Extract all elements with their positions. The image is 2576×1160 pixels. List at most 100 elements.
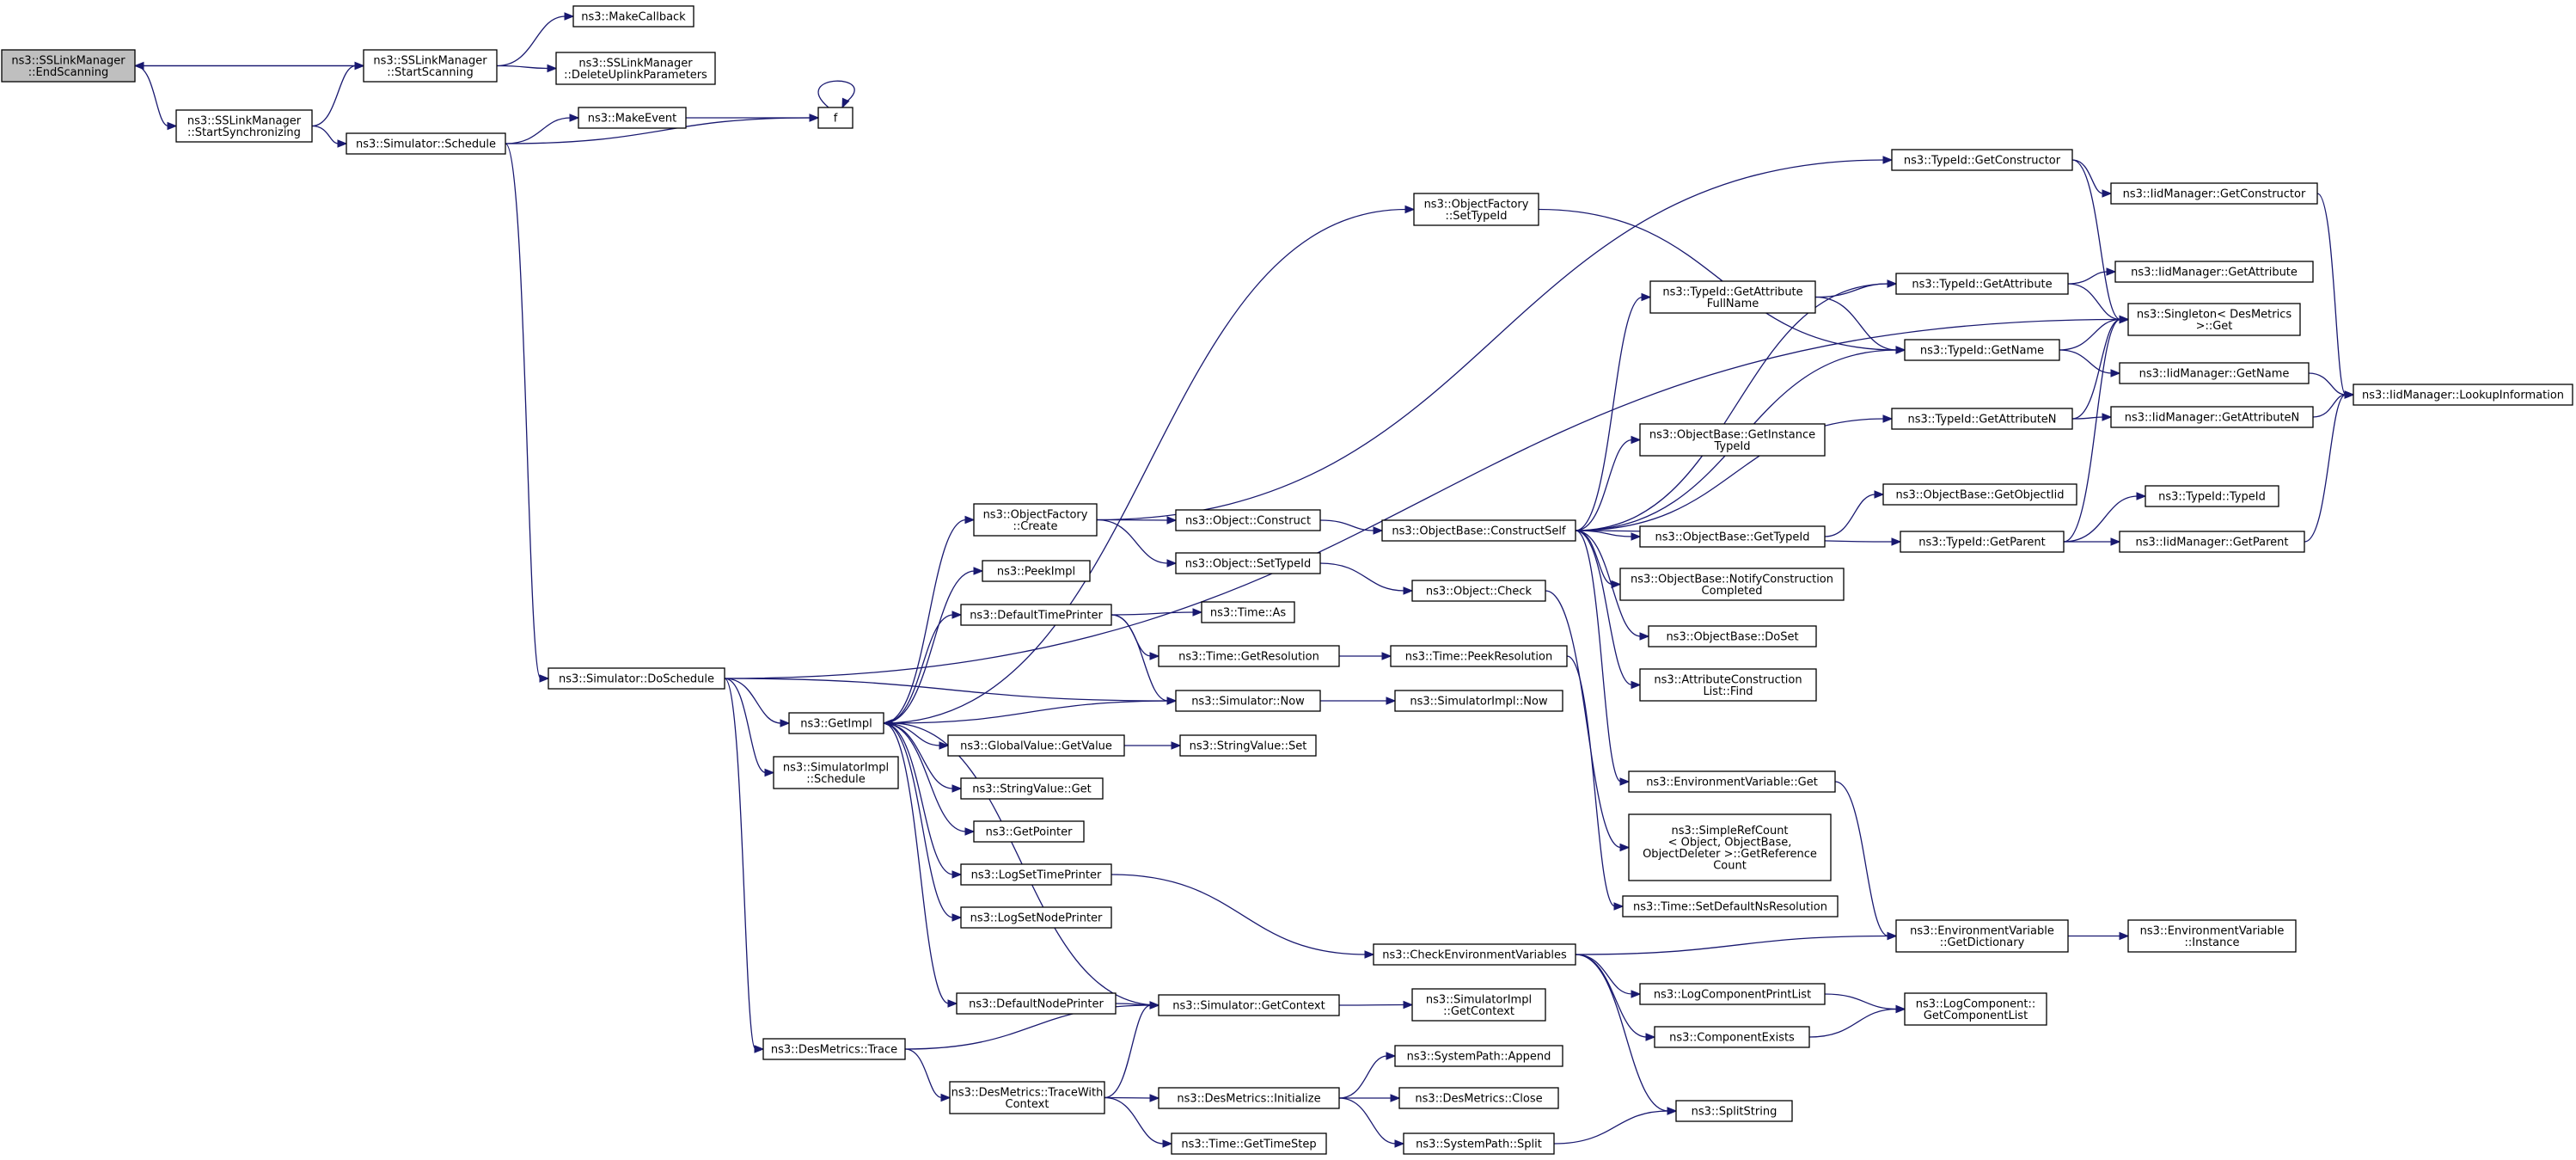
edge-get-impl-to-get-pointer	[883, 722, 976, 836]
node-get-impl[interactable]: ns3::GetImpl	[788, 712, 884, 734]
node-comp-exists[interactable]: ns3::ComponentExists	[1654, 1026, 1810, 1048]
node-time-as[interactable]: ns3::Time::As	[1201, 601, 1295, 623]
node-do-schedule[interactable]: ns3::Simulator::DoSchedule	[548, 667, 725, 690]
node-singleton-get[interactable]: ns3::Singleton< DesMetrics >::Get	[2127, 303, 2301, 336]
node-label: GetComponentList	[1924, 1010, 2028, 1022]
edge-line	[2071, 318, 2121, 420]
edge-arrowhead	[951, 611, 963, 619]
node-lc-get-comp-list[interactable]: ns3::LogComponent::GetComponentList	[1904, 992, 2047, 1026]
node-des-close[interactable]: ns3::DesMetrics::Close	[1398, 1087, 1559, 1109]
node-label: ns3::SimulatorImpl::Now	[1410, 696, 1548, 709]
node-log-set-time-printer[interactable]: ns3::LogSetTimePrinter	[960, 863, 1112, 886]
node-sim-impl-schedule[interactable]: ns3::SimulatorImpl::Schedule	[773, 756, 899, 789]
edge-default-time-printer-to-time-as	[1111, 608, 1203, 617]
node-of-create[interactable]: ns3::ObjectFactory::Create	[973, 503, 1098, 537]
node-im-lookup[interactable]: ns3::IidManager::LookupInformation	[2353, 384, 2573, 406]
node-des-init[interactable]: ns3::DesMetrics::Initialize	[1158, 1087, 1340, 1109]
node-start-sync[interactable]: ns3::SSLinkManager::StartSynchronizing	[175, 109, 313, 143]
node-default-time-printer[interactable]: ns3::DefaultTimePrinter	[960, 604, 1112, 626]
node-peek-impl[interactable]: ns3::PeekImpl	[982, 560, 1091, 582]
node-sp-append[interactable]: ns3::SystemPath::Append	[1394, 1045, 1563, 1067]
node-ti-get-name[interactable]: ns3::TypeId::GetName	[1904, 339, 2060, 361]
node-obj-check[interactable]: ns3::Object::Check	[1411, 580, 1546, 602]
edge-line	[496, 64, 549, 70]
node-log-set-node-printer[interactable]: ns3::LogSetNodePrinter	[960, 906, 1112, 929]
node-label: List::Find	[1703, 685, 1753, 698]
node-sim-impl-now[interactable]: ns3::SimulatorImpl::Now	[1394, 690, 1563, 712]
node-construct-self[interactable]: ns3::ObjectBase::ConstructSelf	[1381, 519, 1576, 542]
node-sim-now[interactable]: ns3::Simulator::Now	[1175, 690, 1321, 712]
node-gv-get-value[interactable]: ns3::GlobalValue::GetValue	[947, 734, 1125, 757]
edge-arrowhead	[1166, 516, 1178, 525]
node-box	[982, 560, 1091, 582]
node-obj-construct[interactable]: ns3::Object::Construct	[1175, 509, 1321, 531]
node-default-node-printer[interactable]: ns3::DefaultNodePrinter	[956, 992, 1117, 1015]
node-ob-do-set[interactable]: ns3::ObjectBase::DoSet	[1648, 625, 1817, 648]
node-set-default-ns-res[interactable]: ns3::Time::SetDefaultNsResolution	[1622, 895, 1839, 918]
node-box	[2119, 362, 2310, 384]
node-im-get-attribute[interactable]: ns3::IidManager::GetAttribute	[2114, 261, 2314, 283]
edge-get-impl-to-default-time-printer	[883, 611, 963, 724]
node-des-trace[interactable]: ns3::DesMetrics::Trace	[762, 1038, 906, 1060]
node-label: ns3::TypeId::GetParent	[1918, 537, 2046, 549]
node-sim-get-context[interactable]: ns3::Simulator::GetContext	[1158, 994, 1340, 1016]
node-ob-get-type-id[interactable]: ns3::ObjectBase::GetTypeId	[1639, 525, 1826, 548]
node-check-env[interactable]: ns3::CheckEnvironmentVariables	[1373, 943, 1576, 966]
node-ti-type-id[interactable]: ns3::TypeId::TypeId	[2145, 485, 2279, 507]
node-sv-get[interactable]: ns3::StringValue::Get	[960, 777, 1104, 800]
node-box	[788, 712, 884, 734]
node-im-get-constructor[interactable]: ns3::IidManager::GetConstructor	[2110, 182, 2318, 205]
edge-line	[1538, 208, 1898, 351]
node-sp-split[interactable]: ns3::SystemPath::Split	[1403, 1132, 1555, 1155]
edge-obj-construct-to-construct-self	[1319, 519, 1384, 535]
node-ob-get-object-iid[interactable]: ns3::ObjectBase::GetObjectIid	[1882, 483, 2077, 506]
node-label: ns3::TypeId::TypeId	[2158, 491, 2266, 504]
node-start-scanning[interactable]: ns3::SSLinkManager::StartScanning	[363, 49, 498, 83]
node-get-pointer[interactable]: ns3::GetPointer	[973, 820, 1085, 843]
edge-line	[883, 722, 954, 918]
node-peek-res[interactable]: ns3::Time::PeekResolution	[1390, 645, 1568, 667]
node-delete-uplink[interactable]: ns3::SSLinkManager::DeleteUplinkParamete…	[555, 52, 716, 85]
edge-line	[505, 117, 572, 144]
node-simple-ref-count[interactable]: ns3::SimpleRefCount< Object, ObjectBase,…	[1628, 813, 1832, 881]
node-env-get[interactable]: ns3::EnvironmentVariable::Get	[1628, 770, 1836, 793]
node-split-string[interactable]: ns3::SplitString	[1675, 1100, 1793, 1122]
edge-arrowhead	[1149, 1001, 1160, 1010]
node-make-callback[interactable]: ns3::MakeCallback	[572, 5, 694, 28]
node-im-get-parent[interactable]: ns3::IidManager::GetParent	[2119, 531, 2305, 553]
edge-line	[1834, 781, 1889, 937]
node-im-get-attribute-n[interactable]: ns3::IidManager::GetAttributeN	[2110, 406, 2314, 428]
node-ti-get-attribute[interactable]: ns3::TypeId::GetAttribute	[1895, 273, 2069, 295]
node-im-get-name[interactable]: ns3::IidManager::GetName	[2119, 362, 2310, 384]
node-box	[2119, 531, 2305, 553]
edge-line	[311, 64, 357, 127]
node-box	[947, 734, 1125, 757]
node-time-get-res[interactable]: ns3::Time::GetResolution	[1158, 645, 1340, 667]
node-box	[973, 503, 1098, 537]
edge-line	[505, 143, 542, 679]
node-ev-instance[interactable]: ns3::EnvironmentVariable::Instance	[2127, 919, 2297, 953]
node-label: ns3::SSLinkManager	[373, 54, 487, 67]
node-ti-get-parent[interactable]: ns3::TypeId::GetParent	[1900, 531, 2065, 553]
node-ti-get-constructor[interactable]: ns3::TypeId::GetConstructor	[1891, 149, 2073, 171]
node-sim-impl-get-ctx[interactable]: ns3::SimulatorImpl::GetContext	[1411, 988, 1546, 1022]
edge-construct-self-to-ob-do-set	[1575, 530, 1650, 641]
node-sv-set[interactable]: ns3::StringValue::Set	[1179, 734, 1317, 757]
node-f[interactable]: f	[817, 107, 854, 129]
node-log-comp-print-list[interactable]: ns3::LogComponentPrintList	[1639, 983, 1826, 1005]
node-ob-notify[interactable]: ns3::ObjectBase::NotifyConstructionCompl…	[1619, 568, 1845, 601]
edge-arrowhead	[1891, 537, 1902, 546]
node-make-event[interactable]: ns3::MakeEvent	[578, 107, 687, 129]
node-ti-get-attribute-n[interactable]: ns3::TypeId::GetAttributeN	[1891, 408, 2073, 430]
node-of-set-type-id[interactable]: ns3::ObjectFactory::SetTypeId	[1413, 193, 1539, 226]
node-time-get-step[interactable]: ns3::Time::GetTimeStep	[1171, 1132, 1327, 1155]
node-schedule[interactable]: ns3::Simulator::Schedule	[346, 132, 506, 155]
node-ev-get-dict[interactable]: ns3::EnvironmentVariable::GetDictionary	[1895, 919, 2069, 953]
node-end-scanning[interactable]: ns3::SSLinkManager::EndScanning	[1, 49, 136, 83]
node-box	[1, 49, 136, 83]
node-obj-set-type-id[interactable]: ns3::Object::SetTypeId	[1175, 552, 1321, 574]
